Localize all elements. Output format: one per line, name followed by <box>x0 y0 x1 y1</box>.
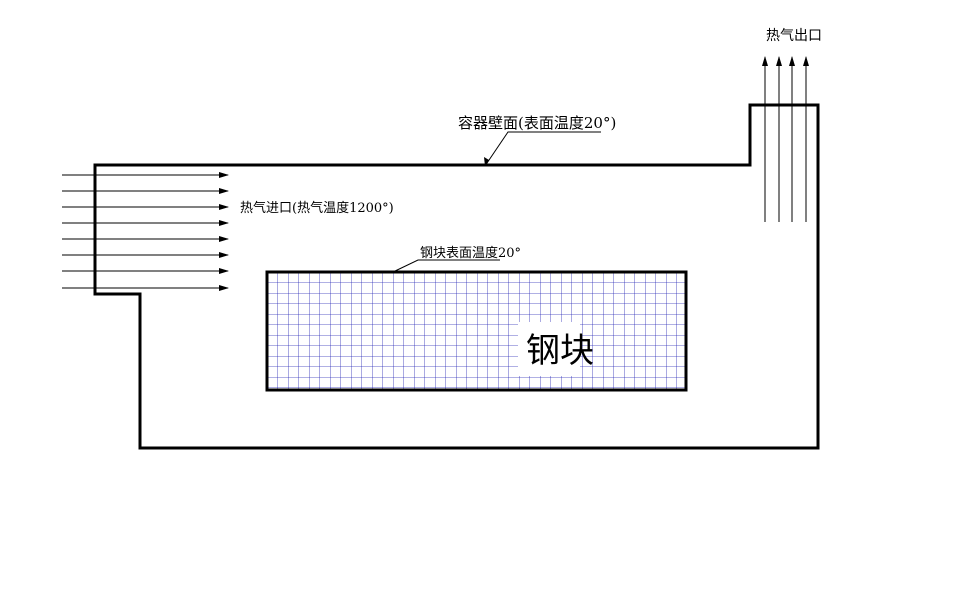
hot-gas-inlet-label: 热气进口(热气温度1200°) <box>240 200 394 216</box>
inlet-arrows <box>62 172 229 291</box>
outlet-arrows <box>762 56 809 222</box>
steel-block-label: 钢块 <box>526 331 594 371</box>
steel-block-label-box <box>518 322 580 376</box>
container-wall-leader <box>484 131 601 167</box>
steel-surface-label: 钢块表面温度20° <box>420 245 521 261</box>
steel-block-outline <box>265 270 688 392</box>
container-wall-label: 容器壁面(表面温度20°) <box>458 114 616 132</box>
steel-block-grid <box>267 272 686 390</box>
hot-gas-outlet-label: 热气出口 <box>766 28 822 44</box>
container-wall-outline <box>93 103 820 450</box>
container-wall-leader-tip <box>484 157 489 166</box>
steel-surface-leader <box>392 259 500 273</box>
